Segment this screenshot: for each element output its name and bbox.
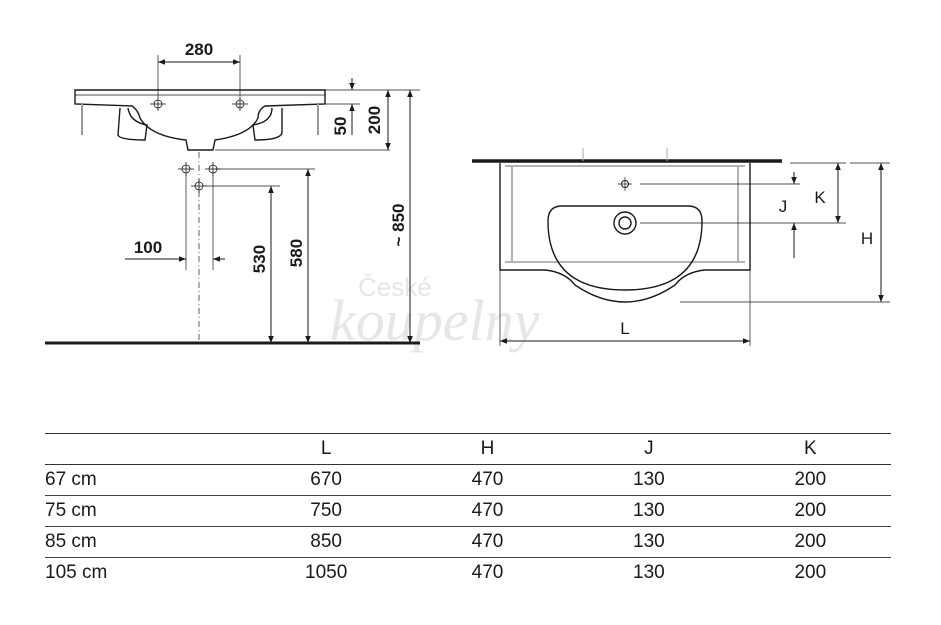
header-cell [45, 433, 246, 465]
value-cell: 130 [568, 495, 730, 527]
table-row: 105 cm 1050 470 130 200 [45, 558, 891, 589]
top-view [472, 148, 890, 346]
value-cell: 200 [794, 562, 827, 583]
value-cell: 750 [245, 495, 407, 527]
header-cell: L [245, 433, 407, 465]
table-row: 67 cm 670 470 130 200 [45, 464, 891, 496]
value-cell: 130 [568, 526, 730, 558]
dimensions-table: L H J K 67 cm 670 470 130 200 75 cm 750 … [45, 433, 891, 588]
header-cell: K [729, 433, 891, 465]
dimensions-table-container: L H J K 67 cm 670 470 130 200 75 cm 750 … [45, 433, 891, 588]
size-cell: 67 cm [45, 464, 246, 496]
dim-h-label: H [861, 229, 873, 248]
dim-l-label: L [620, 319, 629, 338]
value-cell: 470 [406, 464, 569, 496]
size-cell: 75 cm [45, 495, 246, 527]
dim-depth-label: 200 [365, 106, 384, 134]
size-cell: 105 cm [45, 562, 108, 583]
value-cell: 470 [406, 495, 569, 527]
basin-side-profile [74, 89, 326, 151]
table-header-row: L H J K [45, 433, 891, 465]
side-view [45, 55, 420, 345]
table-row: 75 cm 750 470 130 200 [45, 495, 891, 527]
dim-thickness-label: 50 [331, 117, 350, 136]
value-cell: 470 [406, 526, 569, 558]
dim-pipe-offset-label: 100 [134, 238, 162, 257]
value-cell: 850 [245, 526, 407, 558]
size-cell: 85 cm [45, 526, 246, 558]
basin-foot-left [117, 107, 148, 141]
value-cell: 200 [729, 495, 891, 527]
dim-width-label: 280 [185, 40, 213, 59]
basin-top-outline [499, 163, 751, 303]
basin-bowl [547, 205, 703, 291]
value-cell: 200 [729, 464, 891, 496]
dim-k-label: K [814, 188, 826, 207]
technical-drawing: České koupelny [45, 40, 890, 353]
watermark-line1: České [358, 272, 432, 302]
basin-foot-right [252, 107, 283, 141]
value-cell: 1050 [305, 562, 348, 583]
dim-drain-high-label: 580 [287, 239, 306, 267]
dim-drain-low-label: 530 [250, 245, 269, 273]
table-row: 85 cm 850 470 130 200 [45, 526, 891, 558]
dim-mount-height-label: ~ 850 [389, 203, 408, 246]
header-cell: H [406, 433, 569, 465]
dim-j-label: J [779, 197, 788, 216]
value-cell: 470 [471, 562, 504, 583]
value-cell: 130 [568, 464, 730, 496]
value-cell: 670 [245, 464, 407, 496]
value-cell: 130 [633, 562, 665, 583]
header-cell: J [568, 433, 730, 465]
value-cell: 200 [729, 526, 891, 558]
